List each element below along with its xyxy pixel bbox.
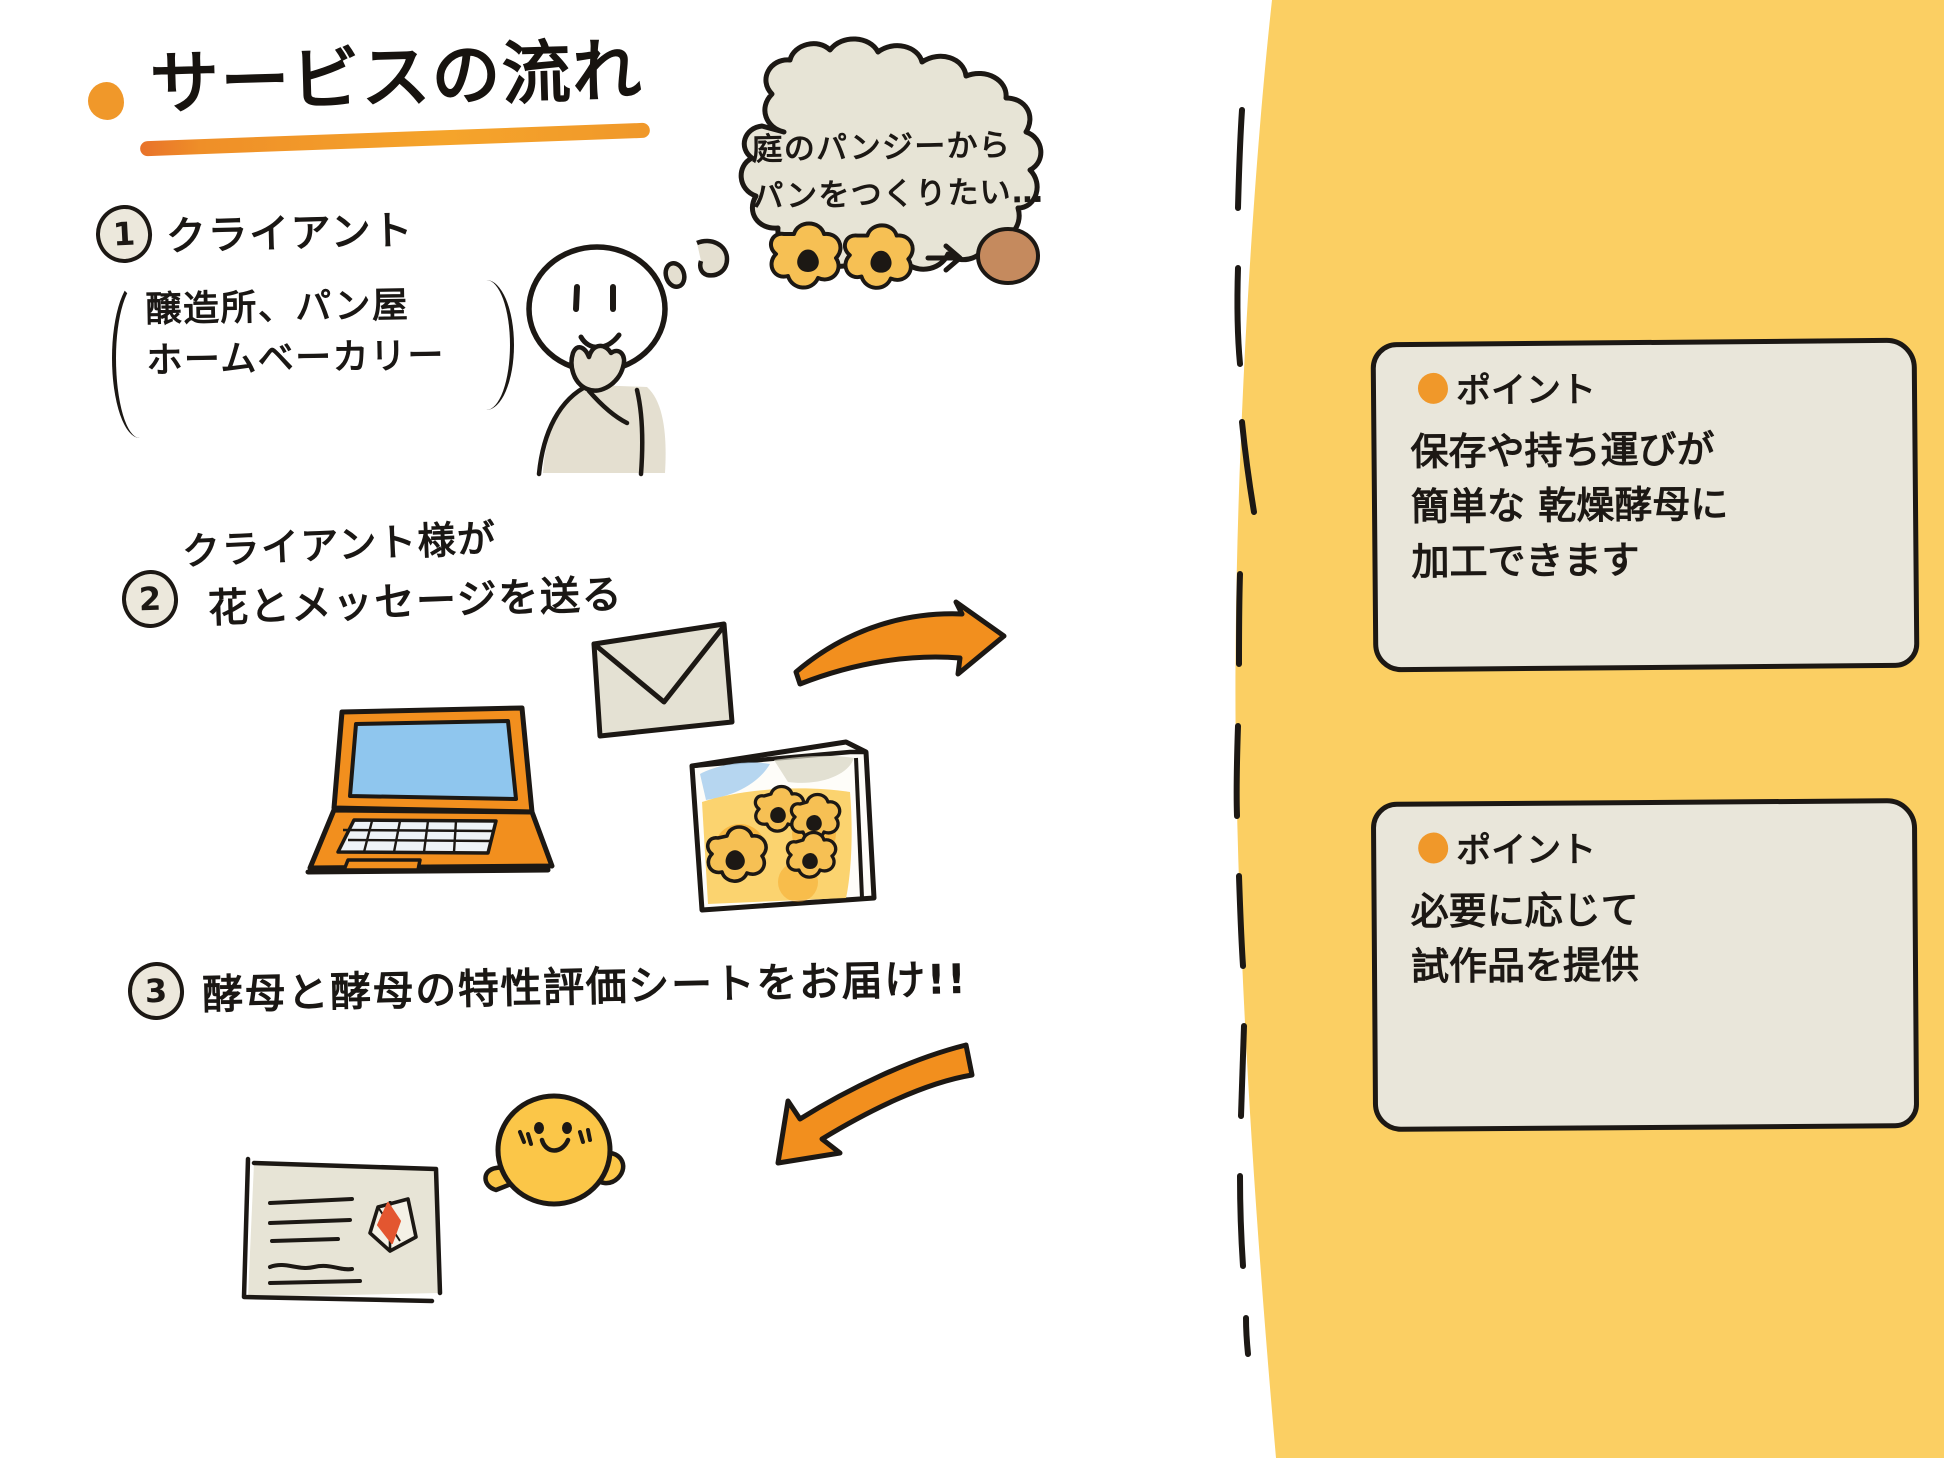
yeast-ball-icon xyxy=(976,227,1040,285)
point-body-1: 保存や持ち運びが 簡単な 乾燥酵母に 加工できます xyxy=(1410,427,1729,585)
flower-packet-illustration xyxy=(689,739,877,913)
point-title-2: ポイント xyxy=(1456,830,1597,872)
step-3-label: 酵母と酵母の特性評価シートをお届け!! xyxy=(201,954,968,1020)
yeast-mascot-illustration xyxy=(483,1093,626,1207)
thinking-person-illustration xyxy=(526,238,730,477)
speech-bubble: 庭のパンジーから パンをつくりたい… xyxy=(718,36,1118,330)
panel-dashed-divider xyxy=(1233,107,1257,1357)
point-bullet-icon-2 xyxy=(1418,832,1449,864)
step-1-paren-right xyxy=(468,280,514,410)
step-badge-3: 3 xyxy=(127,961,185,1021)
page-title: サービスの流れ xyxy=(148,31,644,125)
pansy-flower-icon-2 xyxy=(842,223,915,290)
speech-bubble-text: 庭のパンジーから パンをつくりたい… xyxy=(751,127,1045,215)
step-2-line1: クライアント様が xyxy=(181,516,498,574)
envelope-illustration xyxy=(591,621,735,739)
title-bullet-icon xyxy=(88,82,124,120)
point-body-2: 必要に応じて 試作品を提供 xyxy=(1410,888,1640,989)
panel-left-edge xyxy=(1210,0,1276,1458)
point-card-2: ポイント 必要に応じて 試作品を提供 xyxy=(1370,798,1920,1132)
curved-arrow-left-icon xyxy=(775,1042,975,1166)
point-bullet-icon-1 xyxy=(1417,372,1449,404)
step-badge-1: 1 xyxy=(94,203,154,265)
evaluation-sheet-illustration xyxy=(241,1156,443,1304)
step-badge-2: 2 xyxy=(121,569,179,629)
points-panel xyxy=(1228,0,1944,1458)
laptop-illustration xyxy=(305,705,555,875)
page-title-block: サービスの流れ xyxy=(88,26,788,157)
title-underline xyxy=(139,122,651,157)
point-card-1: ポイント 保存や持ち運びが 簡単な 乾燥酵母に 加工できます xyxy=(1370,337,1920,673)
step-2-line2: 花とメッセージを送る xyxy=(207,571,624,633)
curved-arrow-right-icon xyxy=(793,599,1007,687)
pansy-flower-icon xyxy=(768,221,843,290)
step-1-paren-left xyxy=(112,278,158,438)
point-title-1: ポイント xyxy=(1455,370,1597,412)
step-1-sublines: 醸造所、パン屋 ホームベーカリー xyxy=(145,285,446,382)
bubble-arrow-icon xyxy=(925,243,963,273)
step-1-label: クライアント xyxy=(165,207,415,261)
